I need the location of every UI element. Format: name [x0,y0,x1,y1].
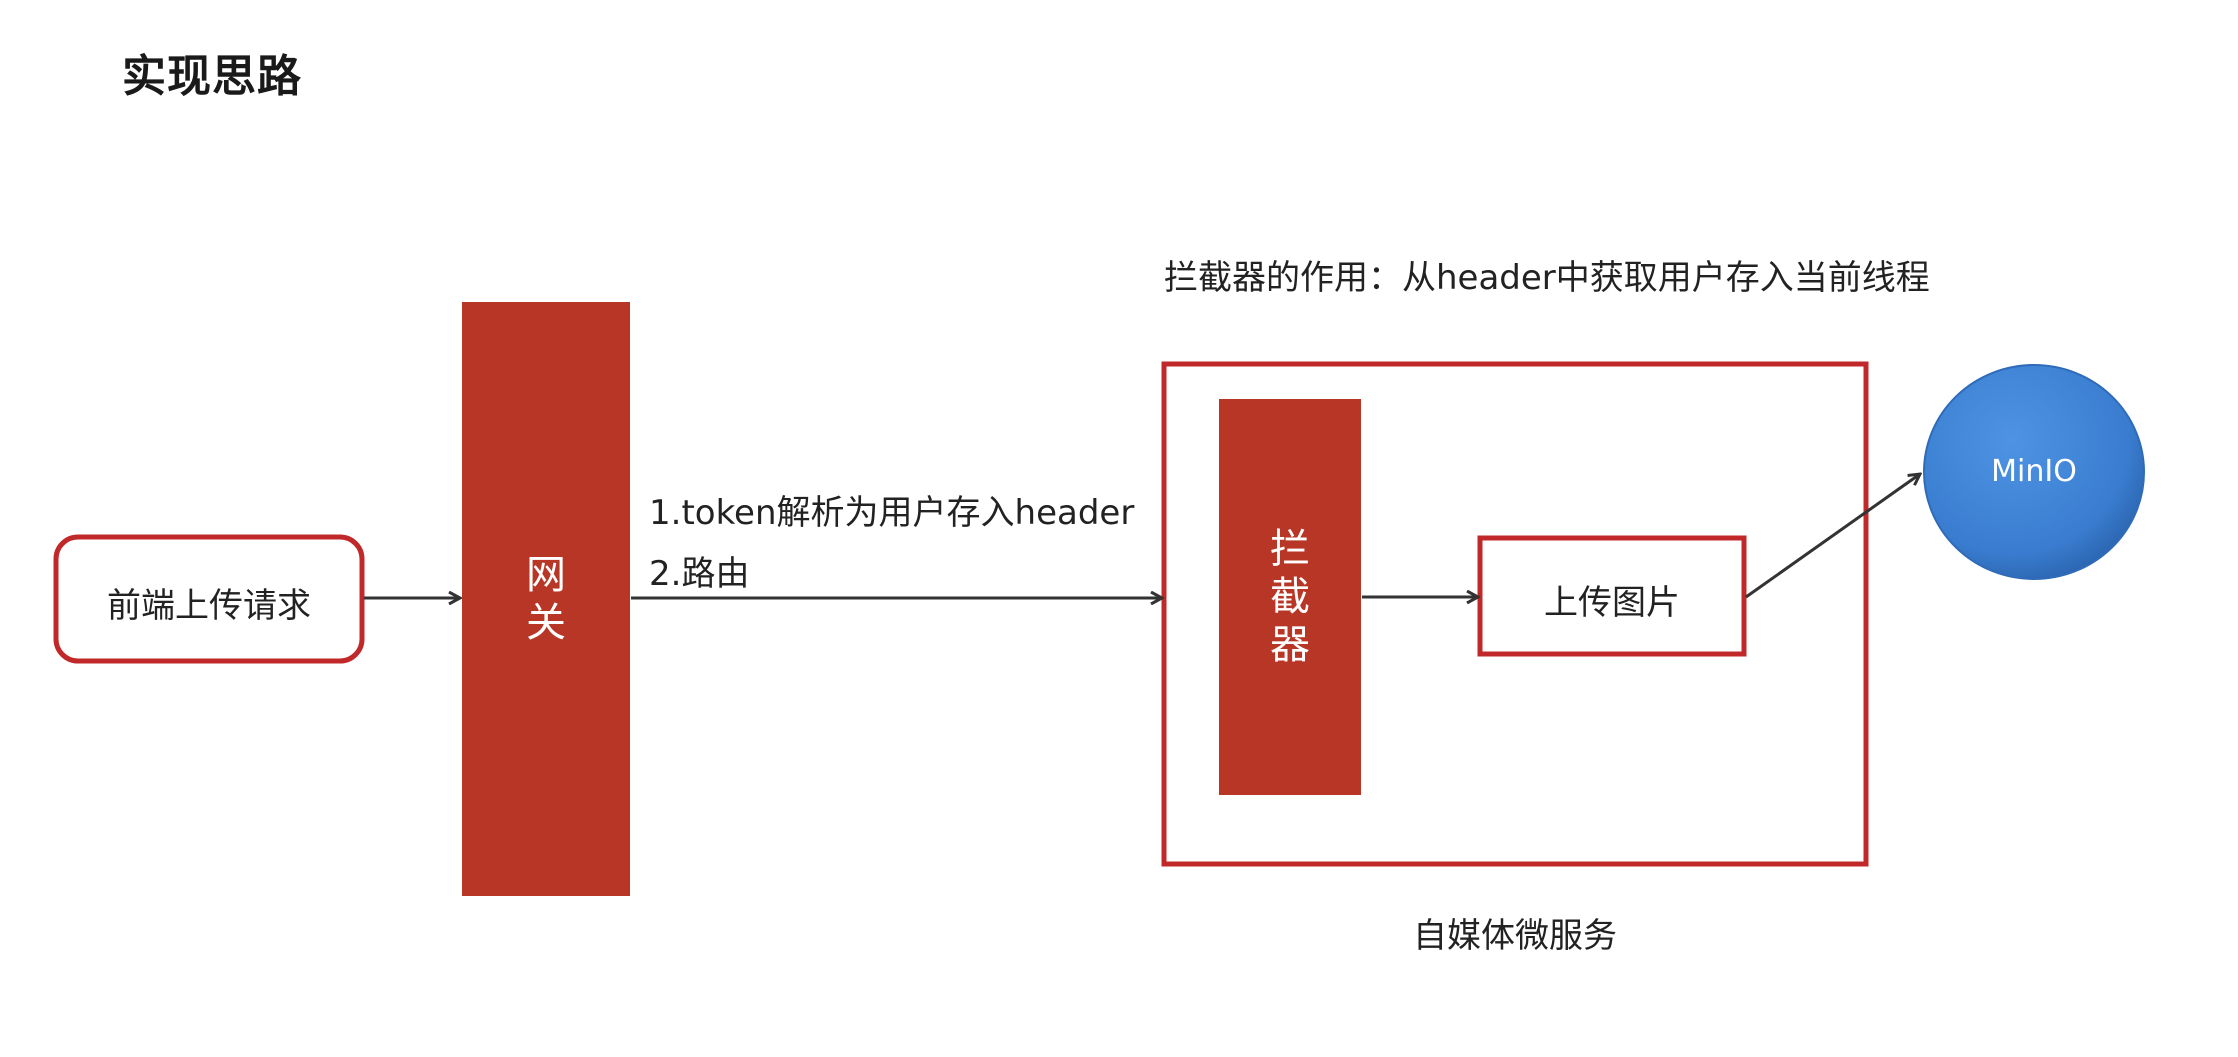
upload-image-label: 上传图片 [1544,583,1680,623]
gateway-step-route: 2.路由 [649,554,750,594]
minio-label: MinIO [1991,454,2077,489]
microservice-label: 自媒体微服务 [1413,916,1617,956]
gateway-label: 网 关 [526,552,566,646]
frontend-request-box [53,534,365,664]
frontend-request-label: 前端上传请求 [107,586,311,626]
gateway-step-token: 1.token解析为用户存入header [649,493,1135,533]
gateway-bar [462,302,630,896]
microservice-container [1161,361,1869,867]
page-title: 实现思路 [122,51,302,102]
upload-image-box [1477,535,1747,657]
arrow-upload-to-minio [1745,474,1920,599]
interceptor-bar [1219,399,1361,795]
interceptor-label: 拦 截 器 [1270,526,1310,668]
minio-node [1923,364,2145,580]
interceptor-role-annotation: 拦截器的作用：从header中获取用户存入当前线程 [1164,258,1930,298]
